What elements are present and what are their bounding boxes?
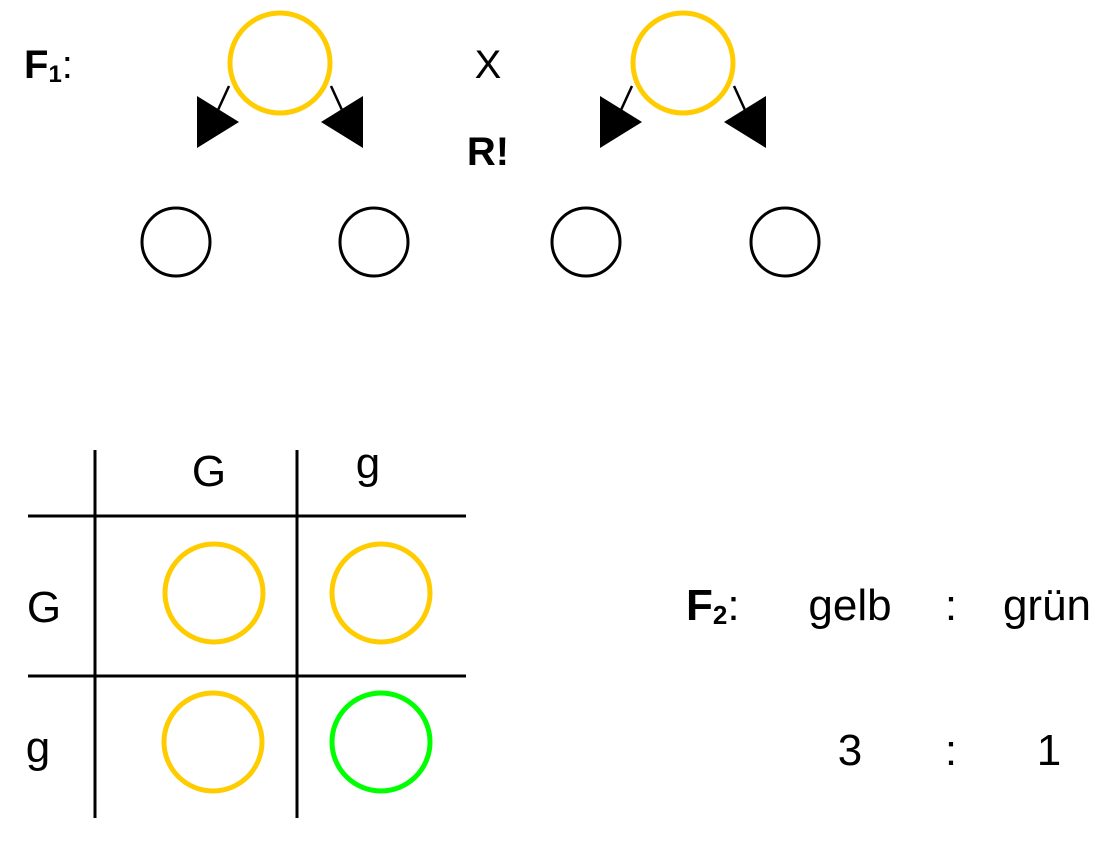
- arrowhead-left-1: [197, 96, 239, 148]
- arrowhead-right-2: [724, 96, 766, 148]
- f1-parent-right: [630, 10, 736, 116]
- punnett-col-header: G: [192, 447, 226, 496]
- punnett-cell: [161, 690, 265, 794]
- f2-ratio-yellow: 3: [838, 726, 862, 775]
- f1-parent-left: [227, 10, 333, 116]
- f2-phenotype-yellow: gelb: [808, 581, 891, 630]
- arrow-shaft-left-1: [216, 85, 231, 111]
- gamete-circle: [140, 206, 212, 278]
- gamete-circle: [550, 206, 622, 278]
- gamete-circle: [338, 206, 410, 278]
- arrowhead-right-1: [321, 96, 363, 148]
- punnett-row-header: g: [26, 723, 50, 772]
- gamete-circle: [749, 206, 821, 278]
- f2-phenotype-green: grün: [1003, 581, 1091, 630]
- arrow-shaft-right-2: [732, 85, 747, 111]
- punnett-col-header: g: [356, 439, 380, 488]
- punnett-row-header: G: [27, 583, 61, 632]
- cross-symbol: X: [475, 43, 502, 87]
- arrow-shaft-right-1: [329, 85, 344, 111]
- punnett-cell: [329, 541, 433, 645]
- f2-ratio-green: 1: [1037, 726, 1061, 775]
- f1-label: F1:: [24, 43, 73, 88]
- f2-separator: :: [945, 581, 957, 630]
- punnett-cell: [162, 541, 266, 645]
- punnett-square: G g G g: [26, 439, 466, 818]
- arrowhead-left-2: [600, 96, 642, 148]
- arrow-shaft-left-2: [619, 85, 634, 111]
- f2-label: F2:: [686, 581, 740, 630]
- punnett-cell: [329, 690, 433, 794]
- f2-ratio-separator: :: [945, 726, 957, 775]
- cross-note: R!: [467, 130, 509, 174]
